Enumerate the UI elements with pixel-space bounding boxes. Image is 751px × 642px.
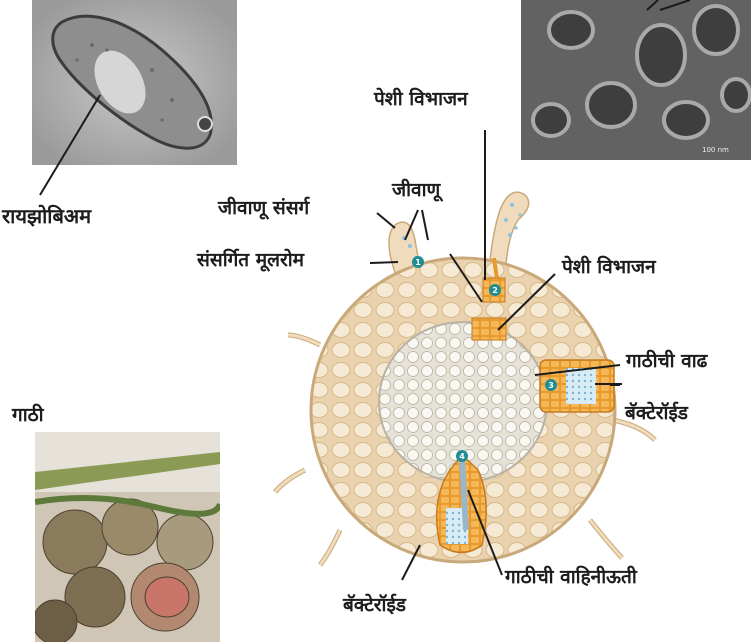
label-bacteroid-bottom: बॅक्टेरॉईड bbox=[343, 596, 406, 615]
step-3: 3 bbox=[548, 381, 554, 390]
label-bacterium: जीवाणू bbox=[392, 181, 440, 200]
label-cell-division-top: पेशी विभाजन bbox=[374, 90, 468, 109]
step-4: 4 bbox=[459, 452, 465, 461]
label-cell-division-right: पेशी विभाजन bbox=[562, 258, 656, 277]
dividing-cells-middle bbox=[472, 318, 506, 340]
label-nodule-vascular-tissue: गाठीची वाहिनीऊती bbox=[505, 568, 637, 587]
label-bacterial-contact: जीवाणू संसर्ग bbox=[218, 199, 309, 218]
label-nodule-growth: गाठीची वाढ bbox=[626, 352, 707, 371]
step-2: 2 bbox=[492, 286, 498, 295]
step-1: 1 bbox=[415, 258, 421, 267]
label-nodule: गाठी bbox=[12, 406, 44, 425]
label-rhizobium: रायझोबिअम bbox=[2, 206, 91, 226]
label-bacteroid-right: बॅक्टेरॉईड bbox=[625, 404, 688, 423]
label-infected-root-hair: संसर्गित मूलरोम bbox=[197, 251, 304, 270]
